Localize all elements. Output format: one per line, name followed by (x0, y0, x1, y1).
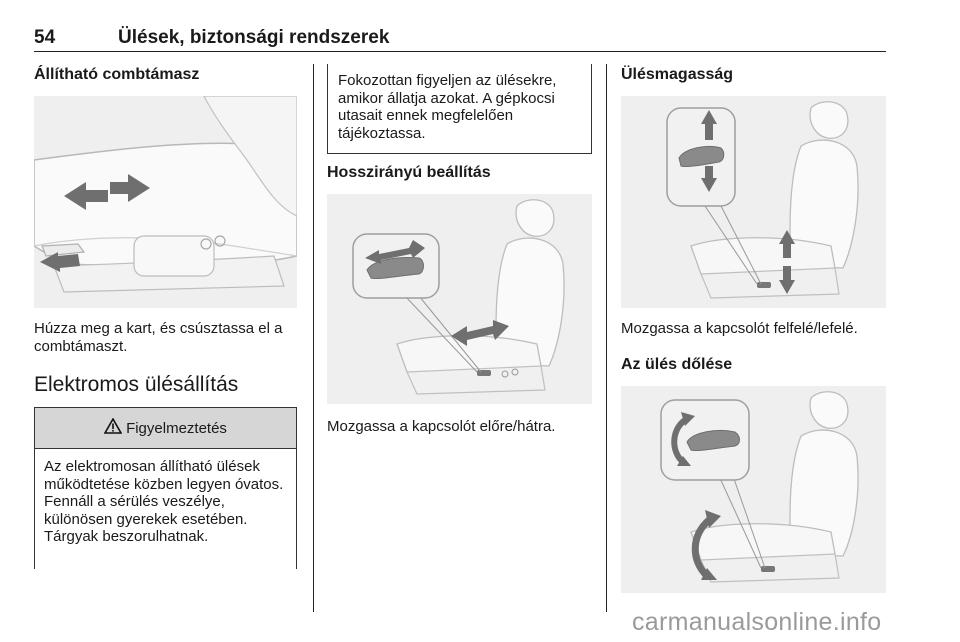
lever-pull-arrow-icon (40, 252, 80, 272)
section-title-electric-seat: Elektromos ülésállítás (34, 373, 239, 396)
figure-thigh-support (34, 96, 297, 308)
figure-longitudinal (327, 194, 592, 404)
figure-caption-thigh-support: Húzza meg a kart, és csúsztassa el a com… (34, 320, 283, 355)
warning-triangle-icon (103, 417, 123, 438)
section-title-longitudinal: Hosszirányú beállítás (327, 164, 491, 181)
warning-text: Az elektromosan állítható ülések működte… (44, 458, 284, 545)
figure-seat-tilt (621, 386, 886, 593)
note-box: Fokozottan figyeljen az ülésekre, amikor… (327, 64, 592, 154)
seat-height-arrow-icon (779, 230, 795, 294)
seat-slide-arrow-icon (451, 320, 509, 346)
figure-seat-height (621, 96, 886, 308)
section-title-thigh-support: Állítható combtámasz (34, 66, 200, 83)
column-divider-right (606, 64, 607, 612)
warning-box: Figyelmeztetés Az elektromosan állítható… (34, 407, 297, 569)
column-divider-left (313, 64, 314, 612)
switch-tilt-arrow-icon (671, 417, 688, 465)
switch-forward-back-arrow-icon (365, 240, 425, 264)
header-rule (34, 51, 886, 52)
figure-caption-longitudinal: Mozgassa a kapcsolót előre/hátra. (327, 418, 556, 435)
section-title-seat-tilt: Az ülés dőlése (621, 356, 733, 373)
thigh-slide-arrow-icon (64, 174, 150, 210)
page-number: 54 (34, 27, 56, 48)
watermark-text: carmanualsonline.info (632, 608, 882, 636)
chapter-title: Ülések, biztonsági rendszerek (118, 27, 390, 48)
section-title-seat-height: Ülésmagasság (621, 66, 734, 83)
warning-title: Figyelmeztetés (126, 419, 227, 437)
seat-tilt-arrow-icon (691, 517, 712, 579)
warning-header: Figyelmeztetés (35, 408, 296, 449)
figure-caption-seat-height: Mozgassa a kapcsolót felfelé/lefelé. (621, 320, 858, 337)
switch-up-down-arrow-icon (701, 110, 717, 192)
